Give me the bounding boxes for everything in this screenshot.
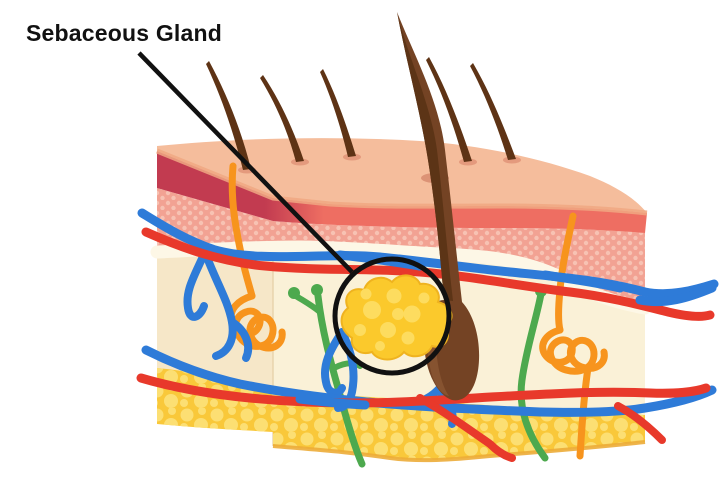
epidermis-band [157,151,647,233]
sweat-gland-coil-right [539,326,608,375]
hair-follicle-shadow [397,12,453,301]
sebaceous-gland [340,274,453,361]
vein-over-artery [295,394,370,410]
capillary-tree-left3 [228,318,253,362]
capillary-tree-center [321,328,346,397]
nerve-ending-bulb [311,284,323,296]
vein-over-artery [635,283,717,307]
small-hair [260,75,304,162]
nerve-ending-bulb [288,287,300,299]
upper-plexus-artery [141,227,715,321]
upper-plexus-vein [137,208,719,299]
arteries-red [136,227,715,462]
small-hair [206,61,251,170]
hair-pore [343,153,361,161]
highlight-circle [332,256,452,376]
artery-branch-fat2 [614,402,666,444]
small-hair [426,57,472,162]
fat-layer-edge [272,440,646,463]
lower-plexus-artery [136,373,711,408]
skin-surface-shading [156,148,648,216]
vein-over-artery [540,270,625,293]
diagram-label: Sebaceous Gland [26,20,223,46]
nerve-stem-right [517,290,549,462]
hair-pore [291,158,309,166]
artery-branch-fat [416,394,516,462]
capillary-tree-left [183,248,209,321]
pointer-line [137,51,354,274]
hair-pore [459,158,477,166]
small-hair [320,69,356,157]
small-hair [470,63,516,160]
sebaceous-lobules [354,288,430,351]
